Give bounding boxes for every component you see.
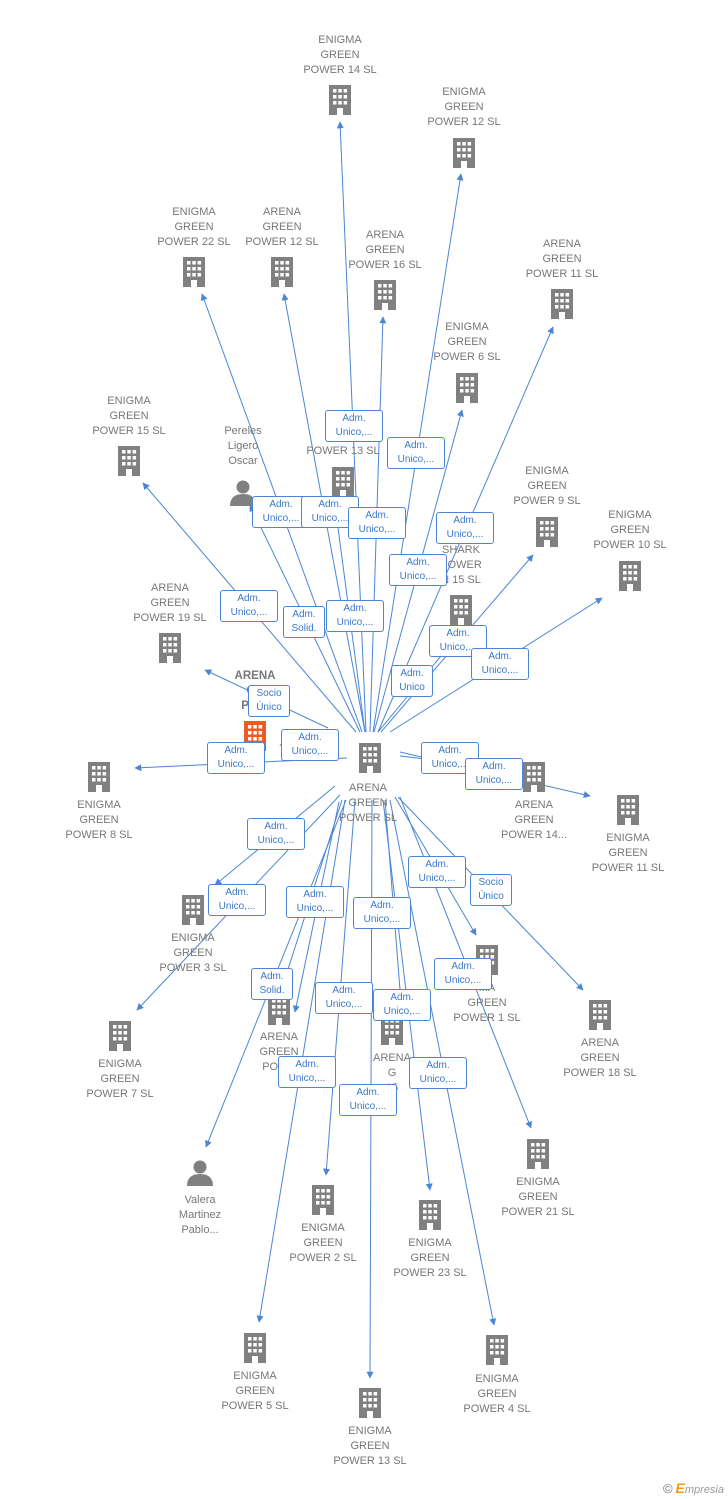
edge-label-12[interactable]: Adm. Unico,...	[471, 648, 529, 680]
brand-initial: E	[675, 1480, 685, 1496]
node-label-n_eg14[interactable]: ENIGMA GREEN POWER 14 SL	[303, 34, 377, 76]
node-label-n_eg9[interactable]: ENIGMA GREEN POWER 9 SL	[513, 465, 581, 507]
building-icon-n_eg10[interactable]	[619, 561, 641, 591]
building-icon-n_ag16[interactable]	[374, 280, 396, 310]
edge-label-9[interactable]: Adm. Unico,...	[326, 600, 384, 632]
copyright: ©Empresia	[663, 1480, 724, 1496]
building-icon-n_eg22[interactable]	[183, 257, 205, 287]
building-icon-n_eg13[interactable]	[359, 1388, 381, 1418]
node-label-n_eg3[interactable]: ENIGMA GREEN POWER 3 SL	[159, 932, 227, 974]
building-icon-n_ag13[interactable]	[332, 467, 354, 497]
edge-label-1[interactable]: Adm. Unico,...	[387, 437, 445, 469]
building-icon-n_eg9[interactable]	[536, 517, 558, 547]
building-icon-n_shark[interactable]	[450, 595, 472, 625]
node-label-n_eg21[interactable]: ENIGMA GREEN POWER 21 SL	[501, 1176, 575, 1218]
building-icon-n_ag12[interactable]	[271, 257, 293, 287]
building-icon-n_eg23[interactable]	[419, 1200, 441, 1230]
node-label-n_eg10[interactable]: ENIGMA GREEN POWER 10 SL	[593, 509, 667, 551]
node-label-n_shark[interactable]: SHARK POWER N 15 SL	[440, 544, 482, 586]
node-label-n_eg2[interactable]: ENIGMA GREEN POWER 2 SL	[289, 1222, 357, 1264]
building-icon-n_ag18[interactable]	[589, 1000, 611, 1030]
node-label-n_pereles[interactable]: Pereles Ligero Oscar	[224, 425, 262, 467]
node-label-n_eg4[interactable]: ENIGMA GREEN POWER 4 SL	[463, 1373, 531, 1415]
brand-name: mpresia	[684, 1484, 724, 1496]
edge-label-24[interactable]: Adm. Unico,...	[434, 958, 492, 990]
edge-label-0[interactable]: Adm. Unico,...	[325, 410, 383, 442]
building-icon-n_eg5[interactable]	[244, 1333, 266, 1363]
node-label-n_eg5[interactable]: ENIGMA GREEN POWER 5 SL	[221, 1370, 289, 1412]
building-icon-n_eg21[interactable]	[527, 1139, 549, 1169]
building-icon-n_ag11[interactable]	[551, 289, 573, 319]
edge-label-13[interactable]: Socio Único	[248, 685, 290, 717]
node-label-n_valera[interactable]: Valera Martinez Pablo...	[178, 1194, 222, 1236]
node-label-n_eg11[interactable]: ENIGMA GREEN POWER 11 SL	[591, 832, 665, 874]
building-icon-n_ag19[interactable]	[159, 633, 181, 663]
edge-label-4[interactable]: Adm. Unico,...	[348, 507, 406, 539]
edge-label-11[interactable]: Adm. Unico	[391, 665, 433, 697]
edge-label-21[interactable]: Socio Único	[470, 874, 512, 906]
node-label-n_eg6[interactable]: ENIGMA GREEN POWER 6 SL	[433, 321, 501, 363]
node-label-n_ag18[interactable]: ARENA GREEN POWER 18 SL	[563, 1037, 637, 1079]
node-label-n_ag12[interactable]: ARENA GREEN POWER 12 SL	[245, 206, 319, 248]
building-icon-n_eg4[interactable]	[486, 1335, 508, 1365]
node-label-n_eg8[interactable]: ENIGMA GREEN POWER 8 SL	[65, 799, 133, 841]
node-label-n_eg23[interactable]: ENIGMA GREEN POWER 23 SL	[393, 1237, 467, 1279]
building-icon-n_eg15[interactable]	[118, 446, 140, 476]
edge-label-26[interactable]: Adm. Unico,...	[315, 982, 373, 1014]
edge-label-29[interactable]: Adm. Unico,...	[409, 1057, 467, 1089]
edge-label-20[interactable]: Adm. Unico,...	[408, 856, 466, 888]
building-icon-n_eg8[interactable]	[88, 762, 110, 792]
building-icon-n_eg14[interactable]	[329, 85, 351, 115]
edge-label-28[interactable]: Adm. Unico,...	[278, 1056, 336, 1088]
edge-label-8[interactable]: Adm. Solid.	[283, 606, 325, 638]
center-company-label[interactable]: ARENA GREEN POWER SL	[338, 782, 398, 824]
node-label-n_eg7[interactable]: ENIGMA GREEN POWER 7 SL	[86, 1058, 154, 1100]
building-icon-n_eg6[interactable]	[456, 373, 478, 403]
edge-label-19[interactable]: Adm. Unico,...	[208, 884, 266, 916]
node-label-n_ag16[interactable]: ARENA GREEN POWER 16 SL	[348, 229, 422, 271]
copyright-symbol: ©	[662, 1481, 673, 1496]
edge-label-30[interactable]: Adm. Unico,...	[339, 1084, 397, 1116]
person-icon-n_valera[interactable]	[187, 1160, 213, 1187]
edge-label-7[interactable]: Adm. Unico,...	[220, 590, 278, 622]
center-company-building-icon[interactable]	[359, 743, 381, 773]
building-icon-n_eg2[interactable]	[312, 1185, 334, 1215]
edge-label-22[interactable]: Adm. Unico,...	[286, 886, 344, 918]
building-icon-n_eg11[interactable]	[617, 795, 639, 825]
building-icon-n_eg3[interactable]	[182, 895, 204, 925]
building-icon-n_eg7[interactable]	[109, 1021, 131, 1051]
node-label-n_eg12[interactable]: ENIGMA GREEN POWER 12 SL	[427, 86, 501, 128]
edge-label-27[interactable]: Adm. Unico,...	[373, 989, 431, 1021]
edge-label-25[interactable]: Adm. Solid.	[251, 968, 293, 1000]
edge-label-23[interactable]: Adm. Unico,...	[353, 897, 411, 929]
edge-label-17[interactable]: Adm. Unico,...	[465, 758, 523, 790]
edge-label-5[interactable]: Adm. Unico,...	[436, 512, 494, 544]
node-label-n_eg13[interactable]: ENIGMA GREEN POWER 13 SL	[333, 1425, 407, 1467]
edge-label-18[interactable]: Adm. Unico,...	[247, 818, 305, 850]
node-label-n_ag19[interactable]: ARENA GREEN POWER 19 SL	[133, 582, 207, 624]
node-label-n_ag11[interactable]: ARENA GREEN POWER 11 SL	[525, 238, 599, 280]
node-label-n_ag14[interactable]: ARENA GREEN POWER 14...	[500, 799, 568, 841]
building-icon-n_eg12[interactable]	[453, 138, 475, 168]
node-label-n_eg22[interactable]: ENIGMA GREEN POWER 22 SL	[157, 206, 231, 248]
building-icon-n_ag14[interactable]	[523, 762, 545, 792]
edge-label-15[interactable]: Adm. Unico,...	[207, 742, 265, 774]
edge-label-6[interactable]: Adm. Unico,...	[389, 554, 447, 586]
edge-label-14[interactable]: Adm. Unico,...	[281, 729, 339, 761]
node-label-n_eg15[interactable]: ENIGMA GREEN POWER 15 SL	[92, 395, 166, 437]
node-label-n_agpow2[interactable]: ARENA GREEN POWE	[259, 1031, 299, 1073]
